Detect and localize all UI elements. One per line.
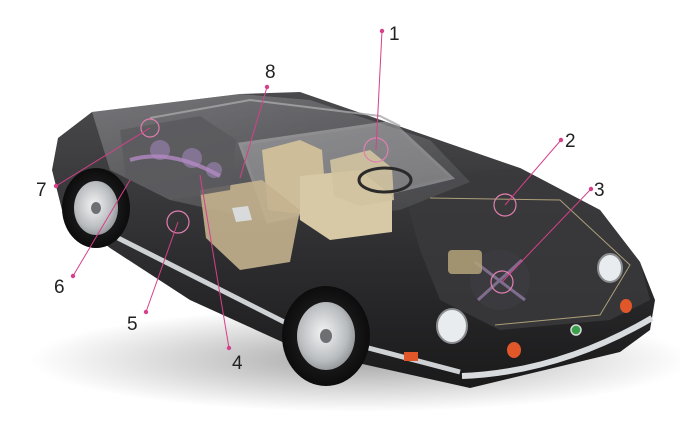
- marker-ring-3: [490, 270, 514, 294]
- front-suspension: [448, 250, 530, 310]
- leader-line-6: [72, 179, 131, 277]
- leader-line-8: [239, 86, 268, 179]
- callout-1: 1: [389, 24, 400, 45]
- front-bumper: [461, 315, 654, 379]
- interior-seats: [200, 140, 394, 270]
- leader-line-3: [501, 188, 592, 283]
- leader-line-5: [145, 221, 179, 313]
- callout-5: 5: [127, 314, 138, 335]
- steering-wheel: [357, 166, 413, 194]
- marker-ring-1: [363, 137, 389, 163]
- leader-lines: [53, 28, 594, 351]
- callout-4: 4: [232, 353, 243, 374]
- side-mirror: [232, 206, 252, 222]
- marker-ring-7: [140, 118, 160, 138]
- marker-ring-2: [493, 193, 517, 217]
- leader-line-2: [504, 139, 562, 206]
- headlights: [436, 253, 623, 344]
- leader-line-1: [375, 30, 383, 151]
- marker-rings: [140, 118, 517, 294]
- front-wheel: [282, 286, 370, 386]
- callout-7: 7: [36, 180, 47, 201]
- callout-3: 3: [594, 180, 605, 201]
- callout-8: 8: [265, 62, 276, 83]
- callout-2: 2: [565, 131, 576, 152]
- front-hood: [400, 168, 650, 330]
- callout-6: 6: [54, 277, 65, 298]
- marker-ring-5: [166, 210, 190, 234]
- nose-badge: [570, 324, 582, 336]
- callout-numbers: 1 2 3 4 5 6 7 8: [36, 24, 605, 374]
- rear-wheel: [62, 168, 130, 248]
- leader-line-4: [199, 174, 230, 349]
- indicator-lights: [404, 299, 632, 361]
- leader-line-7: [55, 127, 151, 187]
